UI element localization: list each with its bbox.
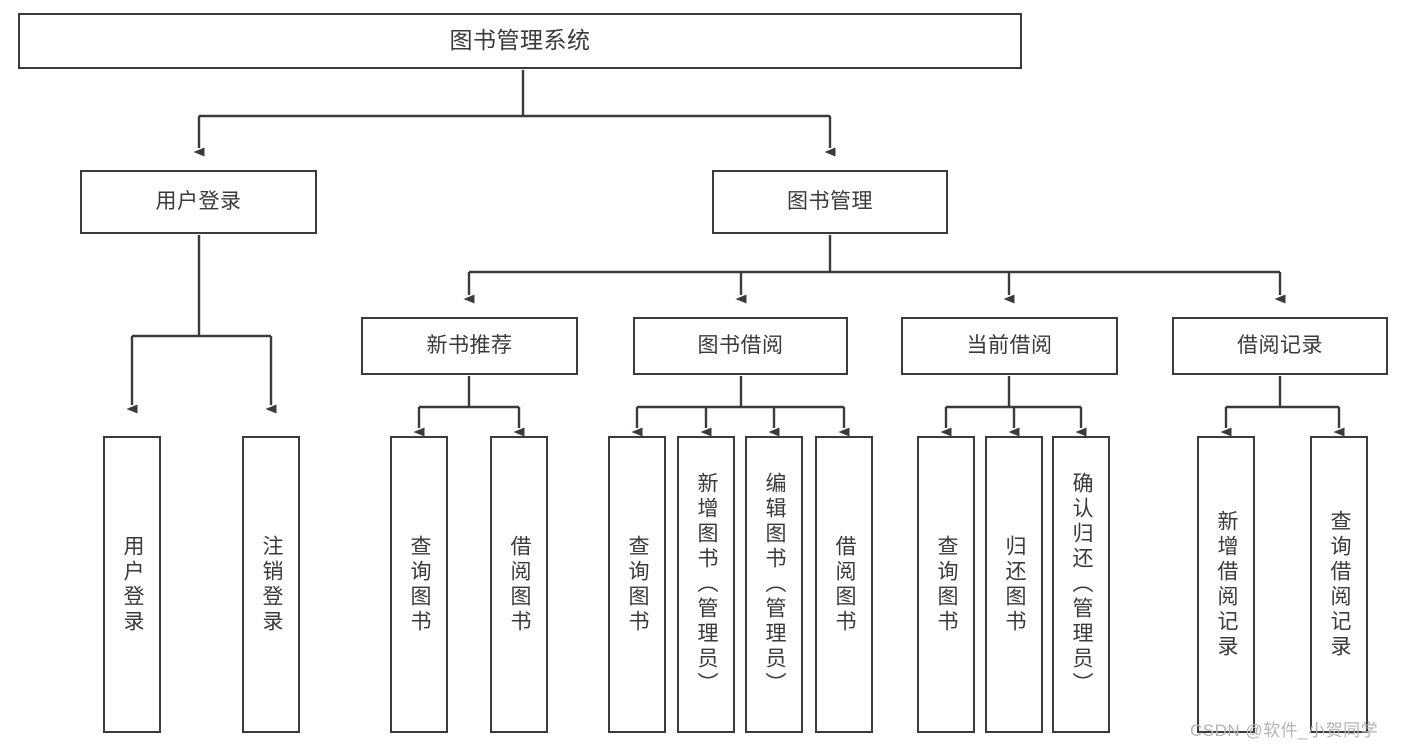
- leaf-user-login-login[interactable]: 用户登录: [103, 436, 161, 733]
- node-label: 用户登录: [121, 534, 145, 635]
- node-label: 归还图书: [1003, 534, 1027, 635]
- leaf-book-borrow-add-book-admin[interactable]: 新增图书（管理员）: [677, 436, 735, 733]
- node-label: 借阅图书: [833, 534, 857, 635]
- node-label: 新书推荐: [426, 333, 513, 357]
- leaf-book-borrow-edit-book-admin[interactable]: 编辑图书（管理员）: [745, 436, 803, 733]
- node-label: 图书管理系统: [449, 27, 591, 54]
- leaf-book-borrow-query-books[interactable]: 查询图书: [608, 436, 666, 733]
- node-label: 新增图书（管理员）: [695, 472, 719, 697]
- node-label: 确认归还（管理员）: [1070, 472, 1094, 697]
- node-label: 借阅记录: [1237, 333, 1323, 357]
- node-label: 编辑图书（管理员）: [763, 472, 787, 697]
- node-label: 注销登录: [260, 534, 284, 635]
- node-current-borrowing[interactable]: 当前借阅: [901, 317, 1118, 375]
- leaf-book-borrow-borrow-books[interactable]: 借阅图书: [815, 436, 873, 733]
- leaf-current-borrow-return-books[interactable]: 归还图书: [985, 436, 1043, 733]
- node-new-book-recommendation[interactable]: 新书推荐: [361, 317, 578, 375]
- leaf-borrow-record-query-record[interactable]: 查询借阅记录: [1310, 436, 1368, 733]
- leaf-current-borrow-confirm-return-admin[interactable]: 确认归还（管理员）: [1052, 436, 1110, 733]
- node-label: 图书借阅: [697, 333, 784, 357]
- node-book-borrowing[interactable]: 图书借阅: [633, 317, 848, 375]
- node-book-management[interactable]: 图书管理: [712, 170, 948, 234]
- node-label: 新增借阅记录: [1215, 509, 1239, 660]
- node-label: 查询图书: [408, 534, 432, 635]
- leaf-new-book-borrow-books[interactable]: 借阅图书: [490, 436, 548, 733]
- node-user-login[interactable]: 用户登录: [80, 170, 317, 234]
- node-label: 查询借阅记录: [1328, 509, 1352, 660]
- node-label: 当前借阅: [966, 333, 1053, 357]
- node-label: 图书管理: [787, 189, 873, 213]
- node-borrowing-record[interactable]: 借阅记录: [1172, 317, 1388, 375]
- leaf-user-login-logout[interactable]: 注销登录: [242, 436, 300, 733]
- leaf-current-borrow-query-books[interactable]: 查询图书: [917, 436, 975, 733]
- leaf-new-book-query-books[interactable]: 查询图书: [390, 436, 448, 733]
- node-label: 借阅图书: [508, 534, 532, 635]
- node-label: 用户登录: [155, 189, 242, 213]
- node-label: 查询图书: [626, 534, 650, 635]
- node-root-book-management-system[interactable]: 图书管理系统: [18, 13, 1022, 69]
- leaf-borrow-record-add-record[interactable]: 新增借阅记录: [1197, 436, 1255, 733]
- node-label: 查询图书: [935, 534, 959, 635]
